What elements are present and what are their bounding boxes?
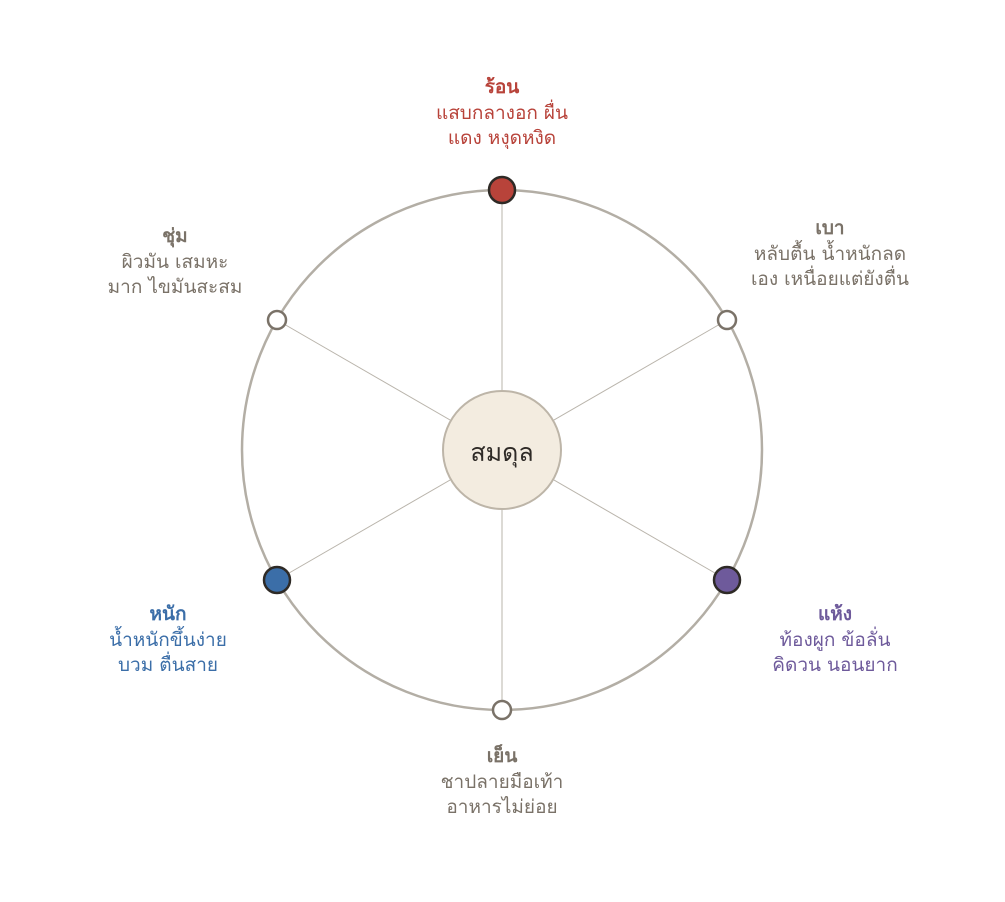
- title-dry: แห้ง: [817, 603, 853, 625]
- desc-hot-line1: แสบกลางอก ผื่น: [435, 102, 569, 124]
- label-cold: เย็น ชาปลายมือเท้า อาหารไม่ย่อย: [402, 742, 602, 820]
- title-hot: ร้อน: [484, 76, 520, 98]
- node-damp: [266, 309, 288, 331]
- desc-light-line1: หลับตื้น น้ำหนักลด: [753, 243, 907, 265]
- desc-damp-line1: ผิวมัน เสมหะ: [121, 251, 229, 273]
- node-light: [716, 309, 738, 331]
- desc-dry-line1: ท้องผูก ข้อลั่น: [779, 629, 891, 651]
- title-damp: ชุ่ม: [162, 225, 188, 247]
- node-hot: [487, 175, 517, 205]
- label-hot: ร้อน แสบกลางอก ผื่น แดง หงุดหงิด: [402, 73, 602, 151]
- desc-cold-line2: อาหารไม่ย่อย: [446, 796, 558, 818]
- desc-damp-line2: มาก ไขมันสะสม: [107, 276, 243, 298]
- node-heavy: [262, 565, 292, 595]
- center-label: สมดุล: [470, 438, 533, 468]
- desc-heavy-line1: น้ำหนักขึ้นง่าย: [109, 629, 227, 651]
- label-heavy: หนัก น้ำหนักขึ้นง่าย บวม ตื่นสาย: [68, 600, 268, 678]
- title-light: เบา: [815, 217, 845, 239]
- desc-hot-line2: แดง หงุดหงิด: [447, 127, 557, 149]
- label-damp: ชุ่ม ผิวมัน เสมหะ มาก ไขมันสะสม: [75, 222, 275, 300]
- title-heavy: หนัก: [149, 603, 187, 625]
- desc-heavy-line2: บวม ตื่นสาย: [117, 654, 219, 676]
- label-dry: แห้ง ท้องผูก ข้อลั่น คิดวน นอนยาก: [735, 600, 935, 678]
- node-cold: [491, 699, 513, 721]
- center-balance-circle: [442, 390, 562, 510]
- desc-cold-line1: ชาปลายมือเท้า: [440, 771, 564, 793]
- label-light: เบา หลับตื้น น้ำหนักลด เอง เหนื่อยแต่ยัง…: [730, 214, 930, 292]
- desc-light-line2: เอง เหนื่อยแต่ยังตื่น: [750, 268, 910, 290]
- desc-dry-line2: คิดวน นอนยาก: [772, 654, 898, 676]
- title-cold: เย็น: [486, 745, 518, 767]
- node-dry: [712, 565, 742, 595]
